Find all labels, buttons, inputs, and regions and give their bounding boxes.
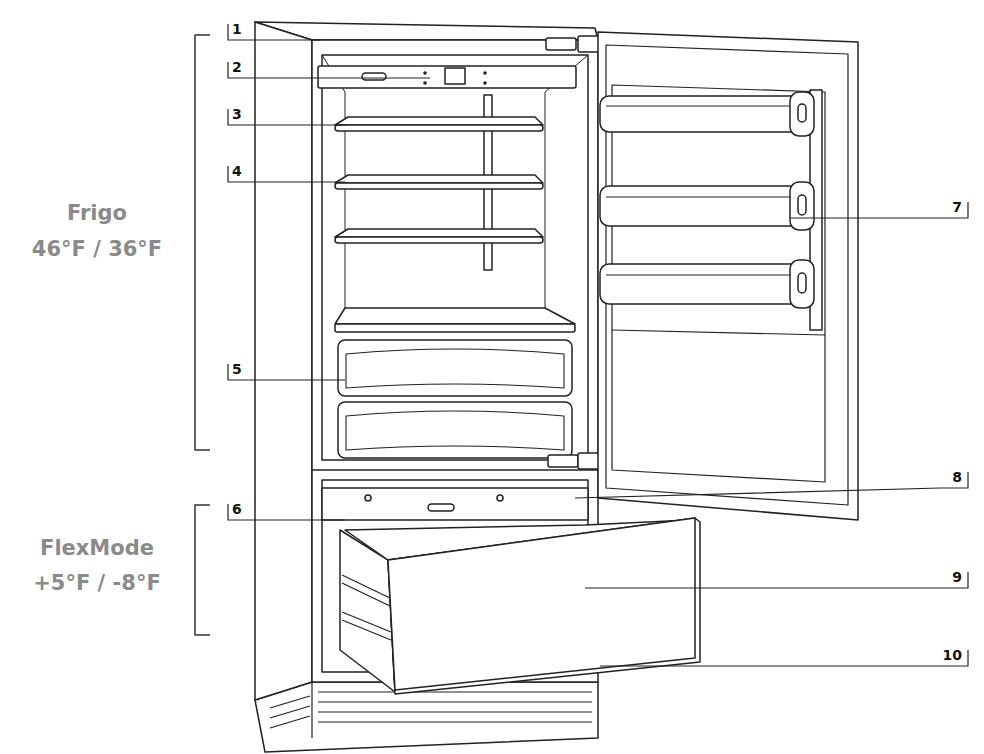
- zone-label: FlexMode: [4, 535, 190, 561]
- zone-label: Frigo: [4, 200, 190, 226]
- callout-number: 10: [932, 648, 962, 663]
- zone-temperature: 46°F / 36°F: [4, 236, 190, 262]
- callout-number: 6: [232, 502, 262, 517]
- callout-number: 7: [932, 200, 962, 215]
- callout-number: 9: [932, 570, 962, 585]
- callout-number: 1: [232, 22, 262, 37]
- zone-temperature: +5°F / -8°F: [4, 570, 190, 596]
- callout-number: 5: [232, 362, 262, 377]
- callout-number: 8: [932, 470, 962, 485]
- callout-number: 3: [232, 107, 262, 122]
- callout-number: 2: [232, 60, 262, 75]
- callout-number: 4: [232, 164, 262, 179]
